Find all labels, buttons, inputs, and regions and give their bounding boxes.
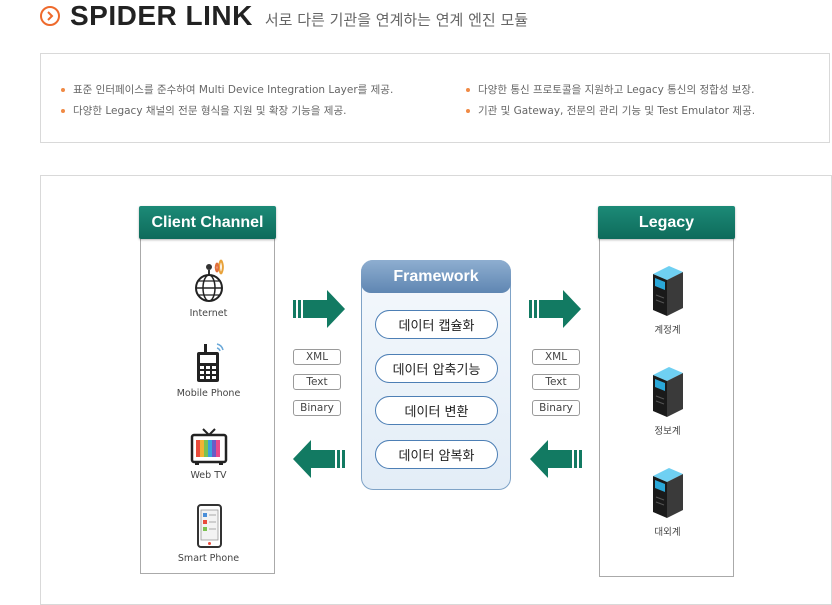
client-item-internet: Internet [141, 254, 276, 319]
framework-item: 데이터 캡슐화 [375, 310, 498, 339]
feature-list-left: 표준 인터페이스를 준수하여 Multi Device Integration … [61, 80, 393, 122]
legacy-title: Legacy [598, 206, 735, 239]
smart-phone-icon [196, 504, 222, 548]
arrow-right-icon [529, 290, 581, 328]
framework-panel: Framework 데이터 캡슐화 데이터 압축기능 데이터 변환 데이터 암복… [361, 260, 511, 490]
feature-item: 다양한 Legacy 채널의 전문 형식을 지원 및 확장 기능을 제공. [61, 101, 393, 122]
feature-item: 표준 인터페이스를 준수하여 Multi Device Integration … [61, 80, 393, 101]
feature-item: 다양한 통신 프로토콜을 지원하고 Legacy 통신의 정합성 보장. [466, 80, 755, 101]
chevron-right-icon [40, 6, 60, 26]
architecture-diagram: Client Channel Internet [40, 175, 832, 605]
framework-item: 데이터 암복화 [375, 440, 498, 469]
feature-box: 표준 인터페이스를 준수하여 Multi Device Integration … [40, 53, 830, 143]
page-subtitle: 서로 다른 기관을 연계하는 연계 엔진 모듈 [264, 10, 529, 29]
format-tag: XML [293, 349, 341, 365]
server-icon [652, 468, 683, 518]
format-tag: Binary [532, 400, 580, 416]
legacy-item: 정보계 [600, 363, 735, 437]
client-item-label: Web TV [190, 470, 227, 481]
web-tv-icon [190, 428, 227, 465]
client-item-label: Smart Phone [177, 553, 240, 564]
arrow-left-icon [293, 440, 345, 478]
legacy-item-label: 대외계 [654, 527, 681, 538]
format-tag: Text [532, 374, 580, 390]
arrow-left-icon [530, 440, 582, 478]
internet-icon [194, 259, 224, 302]
page-title: SPIDER LINK [70, 0, 253, 31]
framework-item: 데이터 변환 [375, 396, 498, 425]
format-tag: Text [293, 374, 341, 390]
format-tag: Binary [293, 400, 341, 416]
feature-list-right: 다양한 통신 프로토콜을 지원하고 Legacy 통신의 정합성 보장. 기관 … [466, 80, 755, 122]
framework-item: 데이터 압축기능 [375, 354, 498, 383]
format-tag: XML [532, 349, 580, 365]
server-icon [652, 367, 683, 417]
legacy-item: 대외계 [600, 464, 735, 538]
page-header: SPIDER LINK 서로 다른 기관을 연계하는 연계 엔진 모듈 [40, 0, 528, 32]
client-item-label: Internet [189, 308, 228, 319]
feature-item: 기관 및 Gateway, 전문의 관리 기능 및 Test Emulator … [466, 101, 755, 122]
legacy-item: 계정계 [600, 262, 735, 336]
client-item-mobile-phone: Mobile Phone [141, 340, 276, 399]
legacy-item-label: 계정계 [654, 325, 681, 336]
client-channel-panel: Client Channel Internet [139, 206, 276, 574]
client-item-label: Mobile Phone [176, 388, 241, 399]
mobile-phone-icon [196, 343, 224, 382]
client-item-web-tv: Web TV [141, 426, 276, 481]
legacy-item-label: 정보계 [654, 426, 681, 437]
client-channel-title: Client Channel [139, 206, 276, 239]
framework-title: Framework [361, 260, 511, 293]
client-item-smart-phone: Smart Phone [141, 503, 276, 564]
arrow-right-icon [293, 290, 345, 328]
legacy-panel: Legacy 계정계 정보계 [598, 206, 735, 577]
server-icon [652, 266, 683, 316]
